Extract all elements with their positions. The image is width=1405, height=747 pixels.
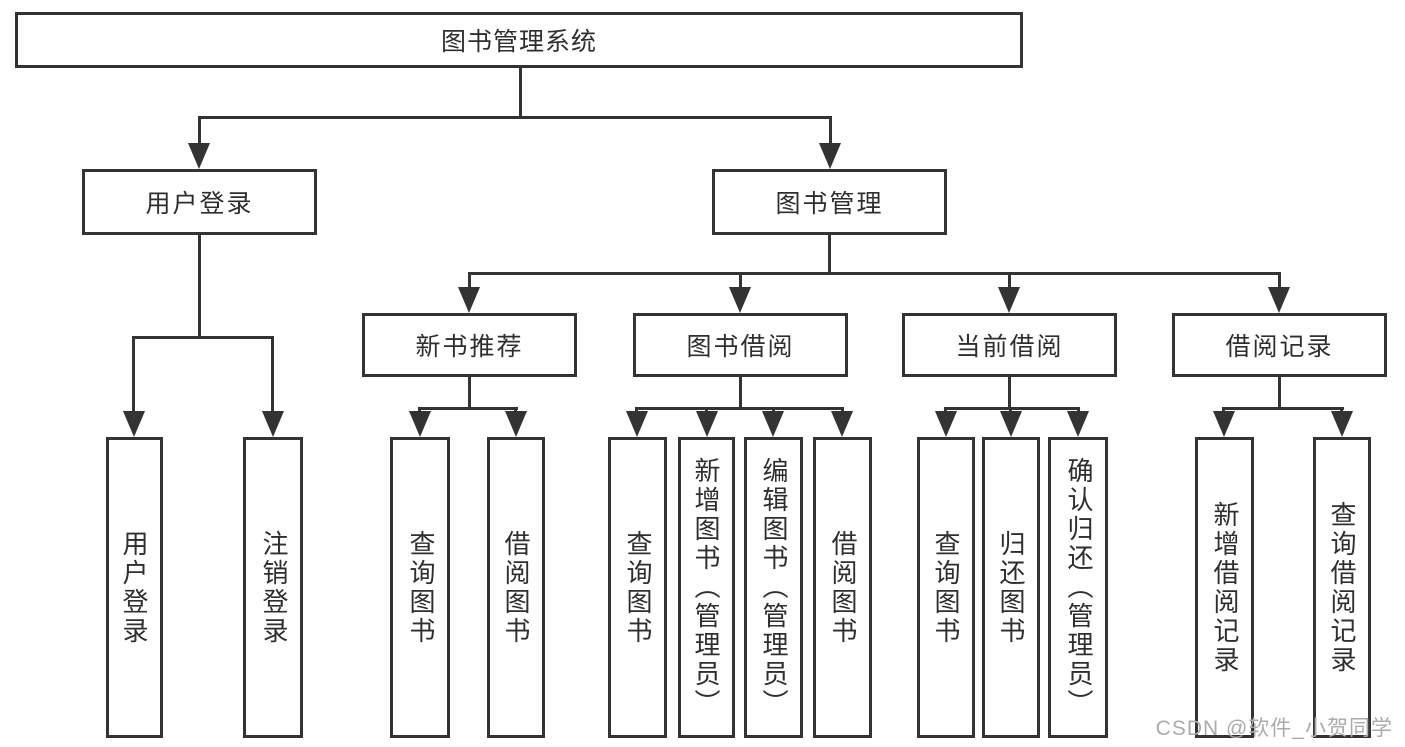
- arrowhead-br-add-icon: [1213, 411, 1235, 437]
- node-label: 确认归还（管理员）: [1064, 457, 1094, 718]
- node-label: 图书管理系统: [440, 28, 597, 56]
- arrowhead-book-mgmt-icon: [819, 143, 841, 169]
- edge-book-mgmt-stub: [828, 235, 831, 275]
- leaf-nbr-query-book: 查询图书: [390, 437, 450, 738]
- edge-br-branch: [1222, 407, 1344, 410]
- node-label: 查询图书: [406, 529, 436, 646]
- node-current-borrowing: 当前借阅: [902, 313, 1117, 377]
- node-borrowing-records: 借阅记录: [1172, 313, 1387, 377]
- edge-drop-nbr-query: [418, 407, 421, 413]
- edge-bb-stub: [739, 377, 742, 410]
- arrowhead-borrow-record-icon: [1268, 287, 1290, 313]
- node-label: 借阅记录: [1225, 333, 1334, 361]
- edge-drop-borrow-record: [1278, 272, 1281, 289]
- arrowhead-nbr-borrow-icon: [505, 411, 527, 437]
- edge-root-trunk: [519, 66, 522, 119]
- node-label: 查询图书: [931, 529, 961, 646]
- edge-user-login-branch: [132, 336, 274, 339]
- edge-drop-current-borrow: [1008, 272, 1011, 289]
- arrowhead-cb-query-icon: [935, 411, 957, 437]
- node-label: 归还图书: [996, 529, 1026, 646]
- arrowhead-leaf-user-login-icon: [123, 411, 145, 437]
- leaf-br-add-record: 新增借阅记录: [1195, 437, 1254, 738]
- edge-drop-bb-query: [635, 407, 638, 413]
- edge-drop-cb-confirm: [1077, 407, 1080, 413]
- arrowhead-leaf-logout-icon: [262, 411, 284, 437]
- arrowhead-bb-edit-icon: [762, 411, 784, 437]
- leaf-nbr-borrow-book: 借阅图书: [487, 437, 545, 738]
- leaf-bb-edit-book-admin: 编辑图书（管理员）: [744, 437, 803, 738]
- edge-drop-nbr-borrow: [514, 407, 517, 413]
- arrowhead-bb-borrow-icon: [831, 411, 853, 437]
- edge-nbr-stub: [468, 377, 471, 410]
- leaf-logout: 注销登录: [243, 437, 303, 738]
- node-new-book-recommend: 新书推荐: [362, 313, 577, 377]
- leaf-br-query-record: 查询借阅记录: [1313, 437, 1371, 738]
- node-label: 编辑图书（管理员）: [759, 457, 789, 718]
- edge-drop-leaf-logout: [271, 336, 274, 413]
- leaf-cb-query-book: 查询图书: [917, 437, 975, 738]
- node-label: 借阅图书: [828, 529, 858, 646]
- node-label: 图书借阅: [686, 333, 795, 361]
- arrowhead-cb-return-icon: [1000, 411, 1022, 437]
- node-label: 借阅图书: [501, 529, 531, 646]
- arrowhead-book-borrow-icon: [729, 287, 751, 313]
- edge-level3-branch: [468, 272, 1281, 275]
- node-user-login: 用户登录: [82, 169, 317, 235]
- edge-drop-br-query: [1340, 407, 1343, 413]
- leaf-cb-return-book: 归还图书: [982, 437, 1040, 738]
- node-label: 新书推荐: [415, 333, 524, 361]
- edge-drop-bb-borrow: [841, 407, 844, 413]
- node-label: 查询借阅记录: [1327, 500, 1357, 675]
- edge-drop-br-add: [1222, 407, 1225, 413]
- edge-drop-bb-edit: [772, 407, 775, 413]
- csdn-watermark: CSDN @软件_小贺同学: [1155, 717, 1393, 740]
- edge-user-login-stub: [198, 235, 201, 339]
- node-label: 查询图书: [623, 529, 653, 646]
- edge-drop-new-book-rec: [468, 272, 471, 289]
- node-label: 新增图书（管理员）: [691, 457, 721, 718]
- edge-drop-book-mgmt: [829, 116, 832, 145]
- node-library-management-system: 图书管理系统: [15, 12, 1023, 68]
- node-label: 当前借阅: [955, 333, 1064, 361]
- edge-level2-branch: [198, 116, 831, 119]
- arrowhead-bb-query-icon: [626, 411, 648, 437]
- arrowhead-new-book-rec-icon: [458, 287, 480, 313]
- leaf-cb-confirm-return-admin: 确认归还（管理员）: [1048, 437, 1108, 738]
- edge-drop-cb-return: [1009, 407, 1012, 413]
- arrowhead-user-login-icon: [188, 143, 210, 169]
- arrowhead-nbr-query-icon: [409, 411, 431, 437]
- node-label: 新增借阅记录: [1210, 500, 1240, 675]
- node-book-management: 图书管理: [712, 169, 947, 235]
- node-label: 注销登录: [259, 529, 289, 646]
- edge-cb-stub: [1008, 377, 1011, 410]
- edge-drop-leaf-user-login: [132, 336, 135, 413]
- edge-nbr-branch: [418, 407, 518, 410]
- arrowhead-bb-add-icon: [696, 411, 718, 437]
- edge-drop-user-login: [198, 116, 201, 145]
- leaf-bb-borrow-book: 借阅图书: [813, 437, 872, 738]
- arrowhead-br-query-icon: [1331, 411, 1353, 437]
- edge-drop-cb-query: [944, 407, 947, 413]
- edge-bb-branch: [635, 407, 844, 410]
- arrowhead-cb-confirm-icon: [1067, 411, 1089, 437]
- leaf-user-login: 用户登录: [106, 437, 163, 738]
- edge-drop-book-borrow: [739, 272, 742, 289]
- node-label: 用户登录: [119, 529, 149, 646]
- edge-br-stub: [1278, 377, 1281, 410]
- node-label: 图书管理: [775, 190, 884, 218]
- arrowhead-current-borrow-icon: [998, 287, 1020, 313]
- node-label: 用户登录: [145, 190, 254, 218]
- leaf-bb-query-book: 查询图书: [608, 437, 667, 738]
- edge-cb-branch: [944, 407, 1080, 410]
- leaf-bb-add-book-admin: 新增图书（管理员）: [678, 437, 735, 738]
- node-book-borrowing: 图书借阅: [633, 313, 848, 377]
- edge-drop-bb-add: [705, 407, 708, 413]
